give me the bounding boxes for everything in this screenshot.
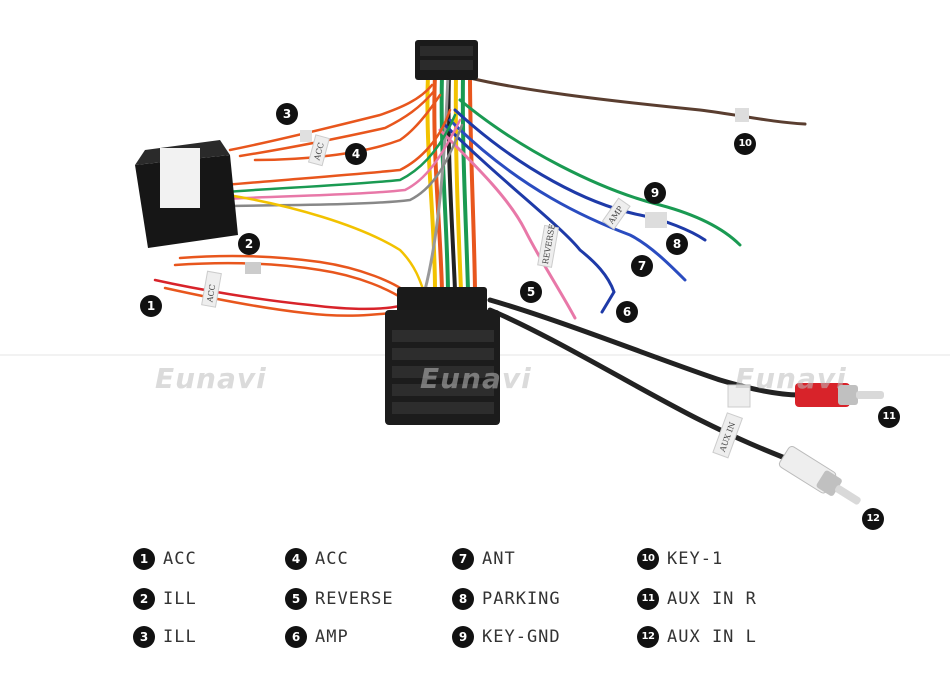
legend-label: REVERSE	[315, 589, 394, 609]
rca-cables	[487, 297, 803, 461]
tag-acc-1-text: ACC	[205, 284, 217, 304]
legend-item-7: 7 ANT	[452, 547, 516, 571]
legend-label: AMP	[315, 627, 349, 647]
bottom-connector	[385, 287, 500, 425]
legend-item-2: 2 ILL	[133, 587, 197, 611]
legend-number: 6	[285, 626, 307, 648]
callout-6: 6	[616, 301, 638, 323]
legend-item-10: 10 KEY-1	[637, 547, 723, 571]
legend-item-4: 4 ACC	[285, 547, 349, 571]
legend-number: 7	[452, 548, 474, 570]
legend-number: 11	[637, 588, 659, 610]
tag-aux-in-r	[727, 384, 751, 408]
legend-label: KEY-GND	[482, 627, 561, 647]
right-wire-branches	[438, 76, 807, 320]
legend-number: 1	[133, 548, 155, 570]
legend-item-1: 1 ACC	[133, 547, 197, 571]
legend-label: AUX IN R	[667, 589, 757, 609]
callout-10: 10	[734, 133, 756, 155]
decoder-label-sticker	[160, 148, 200, 208]
legend-label: KEY-1	[667, 549, 724, 569]
legend-item-6: 6 AMP	[285, 625, 349, 649]
callout-1: 1	[140, 295, 162, 317]
legend-label: PARKING	[482, 589, 561, 609]
watermark-logo-1: Eunavi	[155, 362, 267, 395]
tag-parking	[645, 212, 667, 228]
callout-4: 4	[345, 143, 367, 165]
legend-number: 3	[133, 626, 155, 648]
tag-acc-4: ACC	[307, 134, 330, 167]
tag-ill-3	[300, 130, 312, 142]
wire-tags: ACC ACC REVERSE AMP AUX IN	[201, 108, 751, 459]
callout-11: 11	[878, 406, 900, 428]
legend-item-5: 5 REVERSE	[285, 587, 394, 611]
watermark-logo-2: Eunavi	[420, 362, 532, 395]
legend-number: 5	[285, 588, 307, 610]
legend-label: ILL	[163, 627, 197, 647]
legend-item-12: 12 AUX IN L	[637, 625, 757, 649]
can-bus-decoder-box	[135, 140, 238, 248]
legend-number: 2	[133, 588, 155, 610]
rca-plug-white	[778, 445, 861, 505]
legend-label: ACC	[315, 549, 349, 569]
legend-number: 10	[637, 548, 659, 570]
callout-2: 2	[238, 233, 260, 255]
legend-label: ILL	[163, 589, 197, 609]
callout-3: 3	[276, 103, 298, 125]
rca-plug-red	[795, 383, 884, 407]
legend-item-3: 3 ILL	[133, 625, 197, 649]
legend-number: 12	[637, 626, 659, 648]
tag-acc-1: ACC	[201, 270, 222, 308]
left-wire-branches	[153, 83, 464, 317]
tag-reverse: REVERSE	[537, 223, 560, 268]
legend-number: 4	[285, 548, 307, 570]
top-connector	[415, 40, 478, 80]
tag-aux-in-l: AUX IN	[712, 412, 743, 459]
legend-number: 8	[452, 588, 474, 610]
callout-8: 8	[666, 233, 688, 255]
tag-key-1	[735, 108, 749, 122]
legend-item-9: 9 KEY-GND	[452, 625, 561, 649]
callout-12: 12	[862, 508, 884, 530]
legend-item-8: 8 PARKING	[452, 587, 561, 611]
watermark-logo-3: Eunavi	[735, 362, 847, 395]
legend-item-11: 11 AUX IN R	[637, 587, 757, 611]
callout-5: 5	[520, 281, 542, 303]
callout-7: 7	[631, 255, 653, 277]
legend-label: ACC	[163, 549, 197, 569]
legend-label: ANT	[482, 549, 516, 569]
callout-9: 9	[644, 182, 666, 204]
tag-ill-2	[245, 262, 261, 274]
legend-number: 9	[452, 626, 474, 648]
legend-label: AUX IN L	[667, 627, 757, 647]
tag-amp: AMP	[601, 197, 631, 230]
